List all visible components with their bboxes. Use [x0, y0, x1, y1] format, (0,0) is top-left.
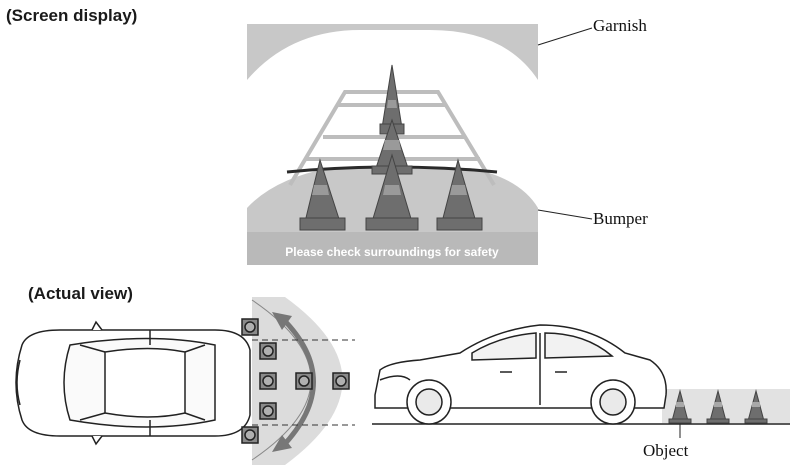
car-top-view [15, 320, 251, 446]
garnish-leader [537, 27, 593, 46]
top-view-obstacles [241, 318, 350, 444]
warning-banner [247, 232, 538, 265]
actual-view-heading: (Actual view) [28, 284, 133, 303]
garnish-label: Garnish [593, 16, 647, 35]
coverage-arrow [280, 316, 316, 449]
object-label: Object [643, 441, 689, 460]
warning-text: Please check surroundings for safety [285, 245, 499, 259]
screen-display-heading: (Screen display) [6, 6, 138, 25]
car-side-view [374, 324, 667, 425]
bumper-label: Bumper [593, 209, 648, 228]
bumper-leader [537, 209, 593, 220]
camera-screen: Please check surroundings for safety [247, 24, 538, 265]
